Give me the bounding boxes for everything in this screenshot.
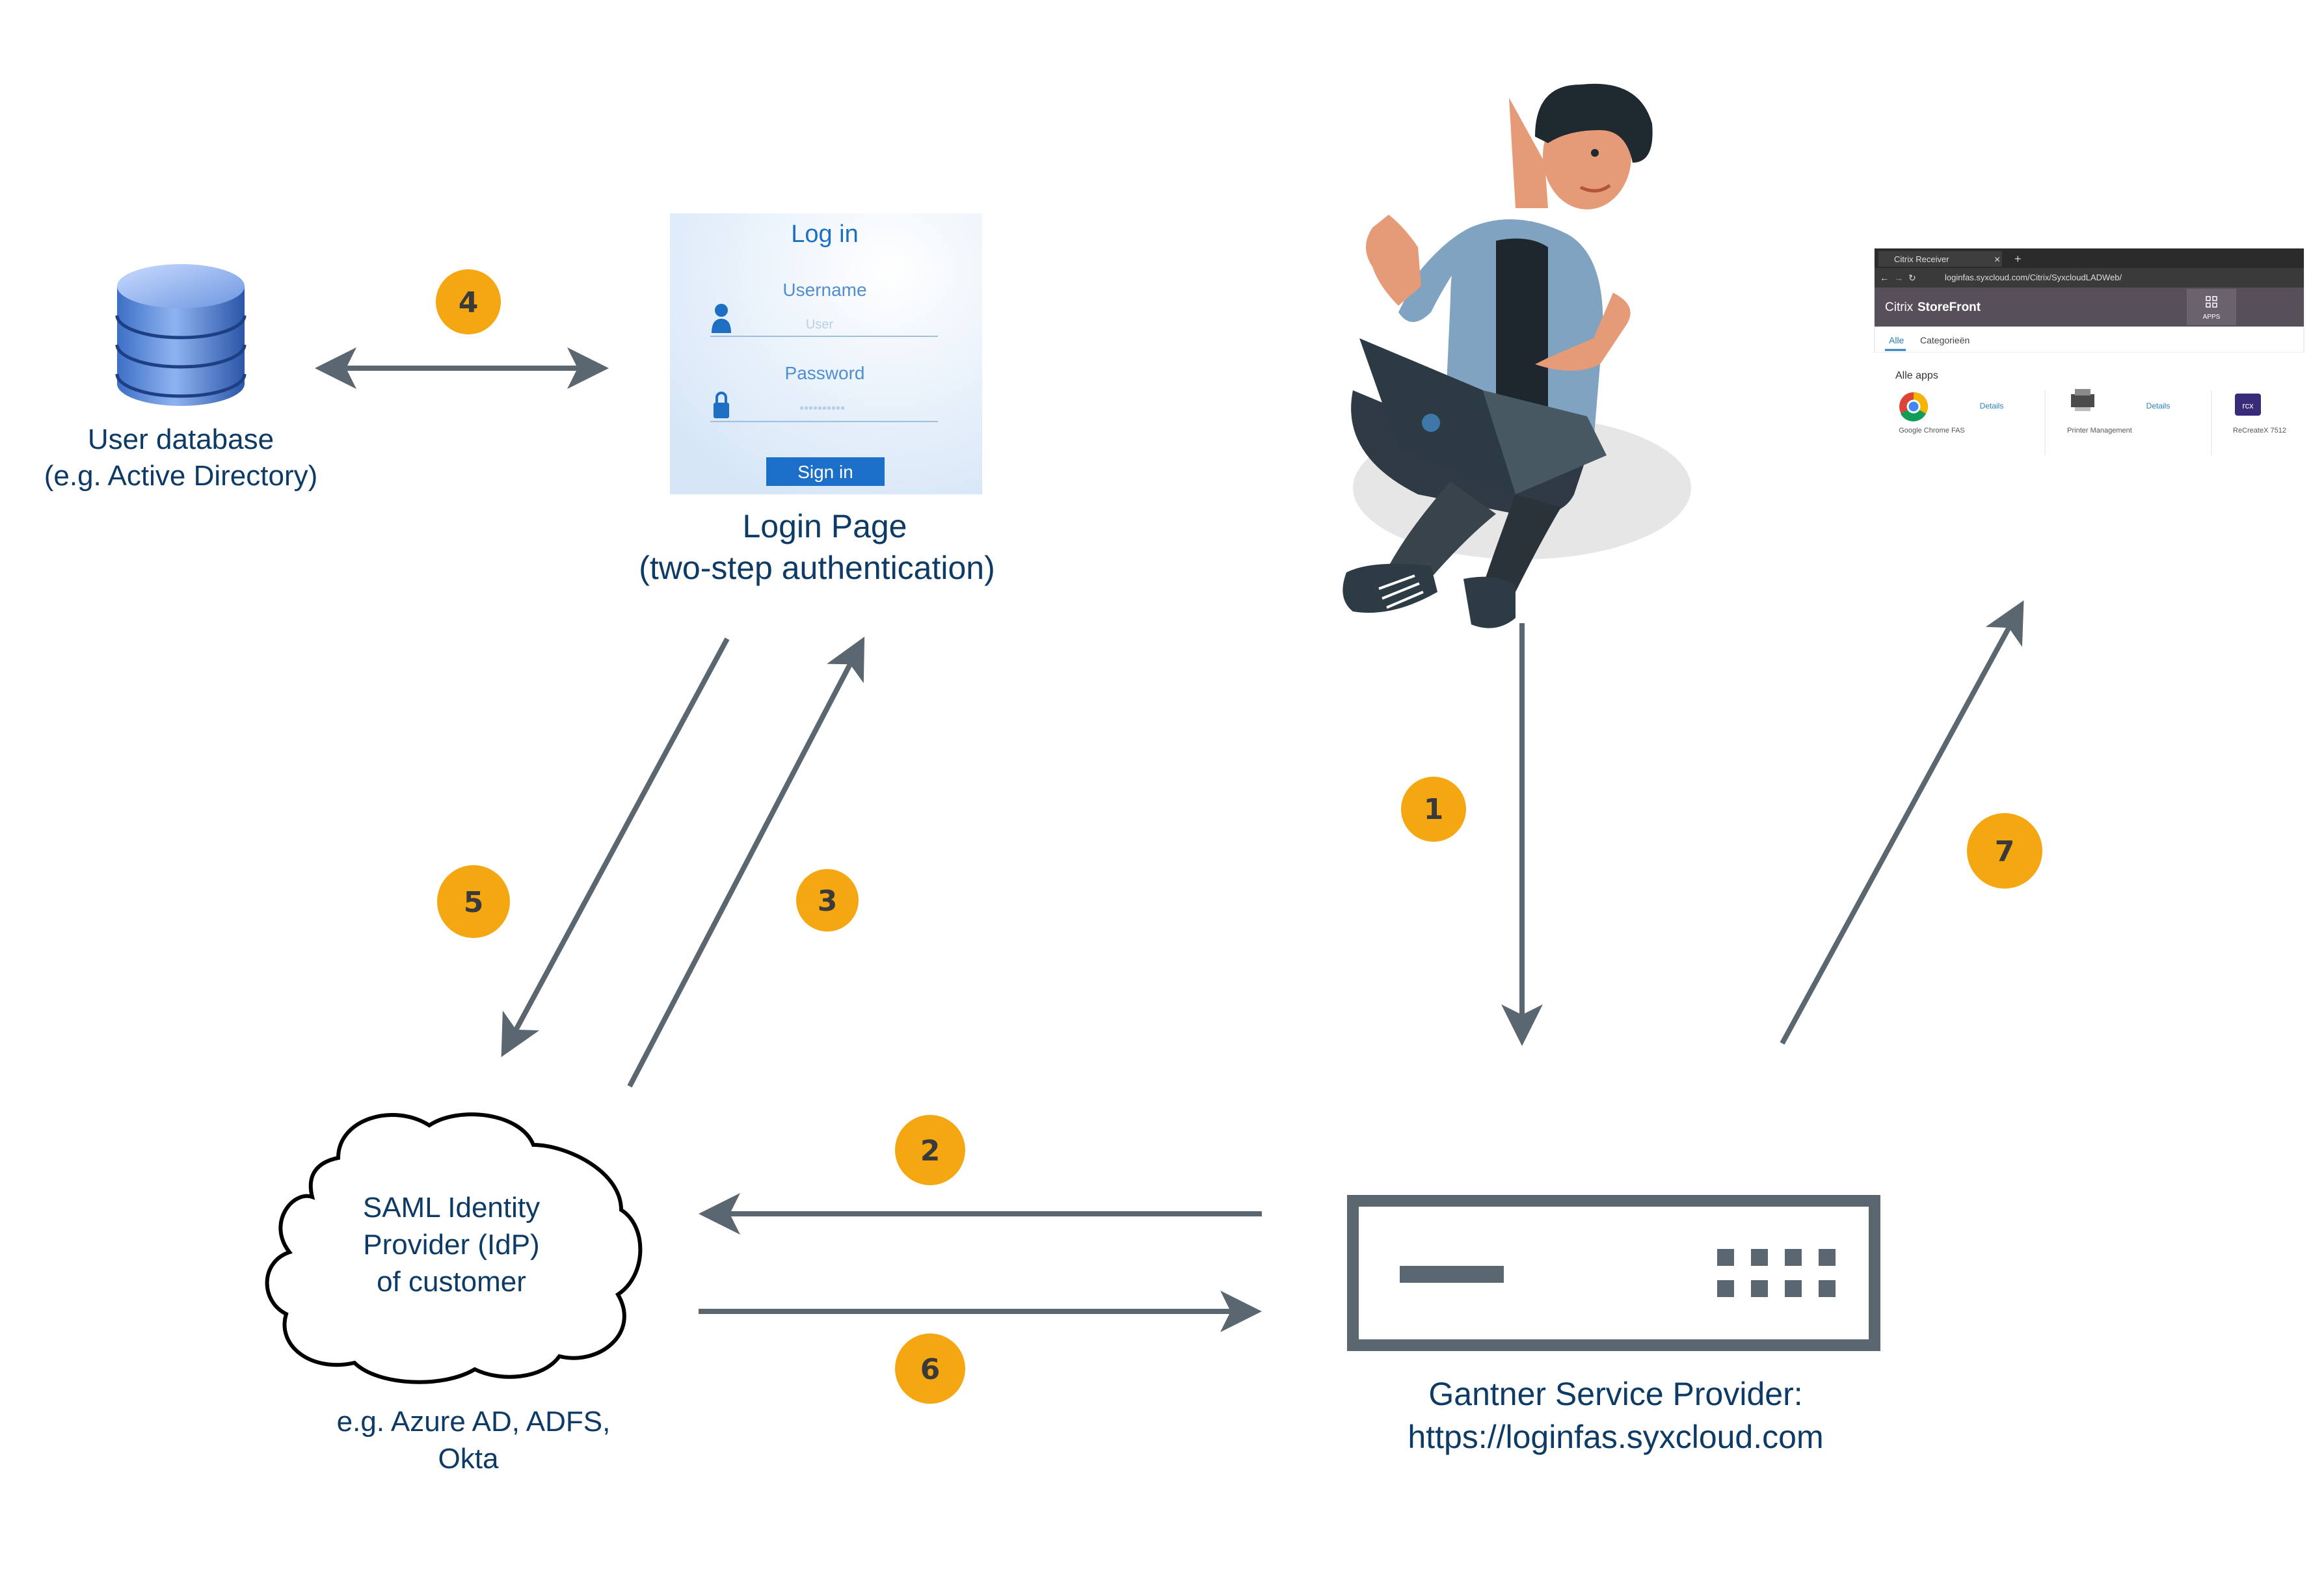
step-number: 3	[818, 885, 838, 918]
step-number: 5	[464, 886, 484, 919]
recreatex-icon	[2235, 394, 2261, 416]
app-name: Google Chrome FAS	[1899, 427, 1965, 435]
app-details-link[interactable]: Details	[2146, 401, 2170, 410]
app-tile-printer[interactable]: Printer Management Details	[2067, 389, 2170, 435]
login-form-panel	[670, 213, 982, 494]
login-form-title: Log in	[791, 221, 859, 248]
user-database-label: User database	[88, 423, 274, 455]
step-number: 4	[459, 286, 479, 319]
step-badge-7: 7	[1967, 813, 2042, 889]
storefront-brand-name: StoreFront	[1917, 301, 1981, 314]
arrow-step-5	[501, 637, 730, 1058]
idp-examples-line2: Okta	[438, 1443, 499, 1475]
recreatex-icon-text: rcx	[2242, 401, 2254, 410]
step-badge-6: 6	[895, 1334, 965, 1404]
printer-icon	[2071, 389, 2094, 411]
apps-button[interactable]	[2187, 289, 2236, 325]
storefront-brand-prefix: Citrix	[1885, 301, 1914, 314]
step-number: 7	[1995, 835, 2015, 868]
username-field[interactable]: User	[806, 317, 834, 332]
forward-icon[interactable]: →	[1894, 273, 1903, 283]
login-page-label: Login Page	[742, 508, 907, 544]
idp-examples: e.g. Azure AD, ADFS,	[337, 1406, 611, 1438]
step-number: 2	[920, 1134, 941, 1168]
step-badge-3: 3	[796, 869, 859, 932]
cloud-icon	[265, 1112, 643, 1384]
step-badge-4: 4	[436, 269, 501, 334]
login-page: Log in Username User Password ••••••••••…	[639, 213, 995, 586]
citrix-storefront-screenshot: Citrix Receiver × + ← → ↻ loginfas.syxcl…	[1874, 248, 2304, 457]
database-icon	[115, 264, 247, 406]
chrome-icon	[1906, 399, 1921, 414]
address-url[interactable]: loginfas.syxcloud.com/Citrix/SyxcloudLAD…	[1945, 273, 2122, 282]
flow-arrows	[315, 347, 2024, 1332]
step-number: 6	[920, 1353, 941, 1386]
step-badge-1: 1	[1401, 777, 1466, 842]
apps-grid-icon	[2206, 296, 2217, 308]
login-page-sublabel: (two-step authentication)	[639, 550, 995, 586]
step-badges: 1 2 3 4 5 6 7	[436, 269, 2042, 1404]
tab-alle[interactable]: Alle	[1889, 335, 1904, 345]
arrow-step-7	[1780, 600, 2024, 1045]
app-details-link[interactable]: Details	[1980, 401, 2004, 410]
idp-label-line3: of customer	[377, 1266, 526, 1298]
app-name: Printer Management	[2067, 427, 2132, 435]
browser-tab-title: Citrix Receiver	[1894, 254, 1949, 264]
app-tile-chrome[interactable]: Google Chrome FAS Details	[1899, 392, 2003, 435]
sign-in-button-label: Sign in	[797, 462, 853, 482]
app-tile-recreatex[interactable]: rcx ReCreateX 7512	[2233, 394, 2286, 435]
server-icon	[1347, 1195, 1880, 1351]
sign-in-button[interactable]: Sign in	[766, 457, 885, 486]
user-database: User database (e.g. Active Directory)	[44, 264, 318, 492]
close-icon[interactable]: ×	[1994, 254, 2000, 265]
apps-button-label: APPS	[2203, 314, 2221, 321]
tab-categorieen[interactable]: Categorieën	[1920, 335, 1970, 345]
service-provider: Gantner Service Provider: https://loginf…	[1347, 1195, 1880, 1455]
password-label: Password	[785, 363, 865, 383]
lock-icon	[714, 392, 729, 418]
saml-idp: SAML Identity Provider (IdP) of customer…	[265, 1112, 643, 1475]
idp-label-line2: Provider (IdP)	[363, 1229, 539, 1261]
reload-icon[interactable]: ↻	[1908, 273, 1916, 283]
step-badge-2: 2	[895, 1115, 965, 1185]
user-illustration	[1342, 83, 1691, 628]
app-name: ReCreateX 7512	[2233, 427, 2286, 435]
user-icon	[712, 304, 731, 333]
service-provider-url: https://loginfas.syxcloud.com	[1408, 1419, 1823, 1455]
password-field[interactable]: ••••••••••	[799, 401, 845, 416]
back-icon[interactable]: ←	[1880, 273, 1889, 283]
service-provider-label: Gantner Service Provider:	[1428, 1376, 1802, 1412]
arrow-step-3	[627, 636, 865, 1088]
browser-address-bar	[1875, 268, 2304, 288]
idp-label: SAML Identity	[363, 1192, 540, 1224]
user-database-sublabel: (e.g. Active Directory)	[44, 460, 318, 492]
browser-tab[interactable]	[1878, 251, 2002, 267]
step-badge-5: 5	[437, 865, 510, 938]
username-label: Username	[782, 280, 866, 300]
all-apps-heading: Alle apps	[1895, 370, 1938, 381]
new-tab-icon[interactable]: +	[2014, 252, 2022, 265]
step-number: 1	[1424, 793, 1444, 826]
